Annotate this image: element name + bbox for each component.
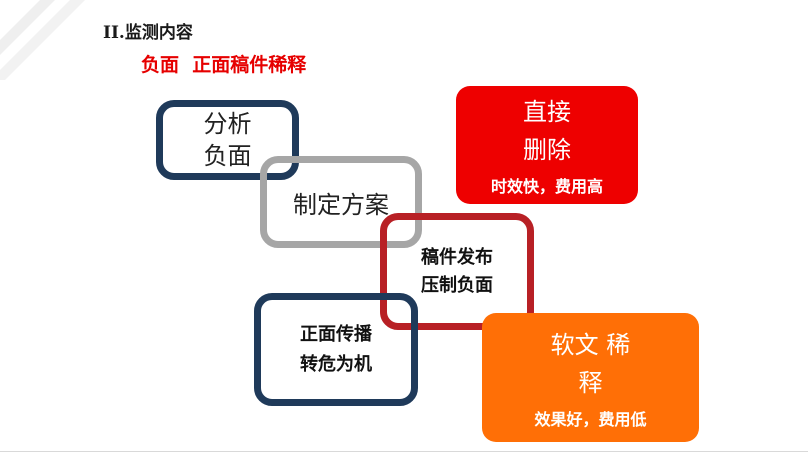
- soft-article-box: 软文 稀 释 效果好，费用低: [482, 313, 699, 442]
- publish-line2: 压制负面: [421, 274, 493, 296]
- decorative-stripes: [0, 0, 85, 80]
- publish-line1: 稿件发布: [421, 246, 493, 268]
- make-plan-box: 制定方案: [260, 156, 422, 248]
- soft-article-line1: 软文 稀: [550, 330, 631, 359]
- direct-delete-note: 时效快，费用高: [490, 177, 603, 196]
- analyze-negative-box: 分析 负面: [156, 100, 299, 180]
- analyze-line2: 负面: [203, 142, 252, 170]
- section-subheading: 负面 正面稿件稀释: [141, 54, 307, 76]
- section-heading: II.监测内容: [103, 23, 193, 43]
- positive-line1: 正面传播: [300, 323, 372, 345]
- direct-delete-line2: 删除: [523, 136, 571, 164]
- direct-delete-line1: 直接: [523, 98, 571, 126]
- direct-delete-box: 直接 删除 时效快，费用高: [456, 86, 638, 204]
- analyze-line1: 分析: [203, 110, 252, 138]
- soft-article-line2: 释: [578, 368, 603, 397]
- footer-divider: [0, 451, 808, 452]
- soft-article-note: 效果好，费用低: [534, 409, 647, 429]
- publish-suppress-box: 稿件发布 压制负面: [380, 213, 534, 330]
- plan-label: 制定方案: [293, 190, 389, 219]
- positive-line2: 转危为机: [300, 353, 372, 375]
- positive-spread-box: 正面传播 转危为机: [254, 293, 418, 406]
